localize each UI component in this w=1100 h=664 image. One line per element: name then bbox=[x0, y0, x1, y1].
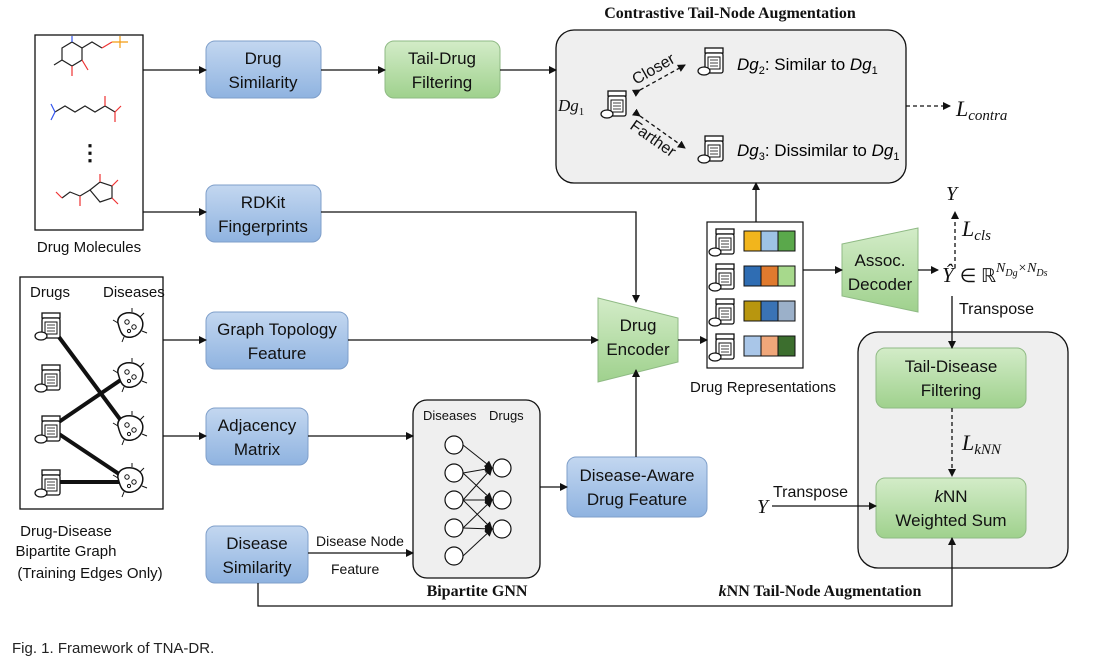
gnn-edge bbox=[462, 444, 493, 469]
y-label-top: Y bbox=[946, 183, 959, 205]
representation-rows bbox=[708, 228, 796, 362]
feature-cell bbox=[760, 265, 779, 287]
gnn-drugs-label: Drugs bbox=[489, 408, 524, 423]
similar-text: Dg2: Similar to Dg1 bbox=[737, 55, 878, 77]
gnn-edge bbox=[462, 528, 493, 557]
assoc-decoder-block bbox=[841, 227, 919, 313]
dissimilar-text: Dg3: Dissimilar to Dg1 bbox=[737, 141, 899, 163]
knn-augmentation-title: kNN Tail-Node Augmentation bbox=[719, 583, 922, 600]
l-cls-label: Lcls bbox=[961, 216, 991, 244]
drug-representations-label: Drug Representations bbox=[690, 379, 836, 396]
tail-drug-line2: Filtering bbox=[412, 73, 472, 92]
feature-cell bbox=[743, 300, 762, 322]
contrastive-title: Contrastive Tail-Node Augmentation bbox=[604, 5, 856, 22]
gnn-network bbox=[444, 435, 512, 566]
graph-topology-line2: Feature bbox=[248, 344, 307, 363]
figure-caption: Fig. 1. Framework of TNA-DR. bbox=[12, 640, 215, 657]
feature-cell bbox=[777, 300, 796, 322]
drug-encoder-block bbox=[597, 297, 679, 383]
connectors bbox=[143, 66, 956, 607]
feature-cell bbox=[777, 265, 796, 287]
feature-cell bbox=[743, 230, 762, 252]
transpose-top-label: Transpose bbox=[959, 301, 1034, 318]
tail-drug-line1: Tail-Drug bbox=[408, 49, 476, 68]
feature-label: Feature bbox=[331, 561, 379, 577]
yhat-label: Ŷ∈ ℝNDg×NDs bbox=[942, 261, 1048, 287]
bipartite-gnn-title: Bipartite GNN bbox=[427, 583, 528, 600]
bipartite-caption-line3: (Training Edges Only) bbox=[17, 565, 162, 582]
gnn-diseases-label: Diseases bbox=[423, 408, 477, 423]
gnn-disease-node bbox=[444, 518, 464, 538]
rdkit-line2: Fingerprints bbox=[218, 217, 308, 236]
disease-similarity-line2: Similarity bbox=[223, 558, 292, 577]
assoc-decoder-line2: Decoder bbox=[848, 275, 913, 294]
tail-disease-line1: Tail-Disease bbox=[905, 357, 998, 376]
bipartite-caption-line2: Bipartite Graph bbox=[16, 543, 117, 560]
feature-cell bbox=[760, 230, 779, 252]
molecule-3-image bbox=[55, 174, 119, 206]
drug-similarity-line2: Similarity bbox=[229, 73, 298, 92]
drug-similarity-line1: Drug bbox=[245, 49, 282, 68]
gnn-edge bbox=[462, 499, 493, 529]
dg1-anchor: Dg1 bbox=[557, 96, 584, 118]
molecule-1-image bbox=[53, 36, 128, 76]
adjacency-line2: Matrix bbox=[234, 440, 281, 459]
feature-cell bbox=[760, 300, 779, 322]
molecule-2-image bbox=[50, 96, 122, 122]
gnn-disease-node bbox=[444, 490, 464, 510]
knn-line2: Weighted Sum bbox=[895, 511, 1006, 530]
transpose-bottom-label: Transpose bbox=[773, 484, 848, 501]
adjacency-line1: Adjacency bbox=[218, 416, 297, 435]
gnn-edge bbox=[462, 467, 493, 501]
gnn-edge bbox=[462, 472, 493, 501]
feature-cell bbox=[777, 335, 796, 357]
feature-cell bbox=[743, 335, 762, 357]
l-contra-label: Lcontra bbox=[955, 96, 1007, 124]
drug-encoder-line1: Drug bbox=[620, 316, 657, 335]
graph-topology-line1: Graph Topology bbox=[217, 320, 337, 339]
molecules-ellipsis: ⋮ bbox=[79, 140, 101, 165]
diseases-header: Diseases bbox=[103, 284, 165, 301]
y-label-bottom: Y bbox=[757, 496, 770, 518]
tail-disease-line2: Filtering bbox=[921, 381, 981, 400]
bipartite-caption-line1: Drug-Disease bbox=[20, 523, 112, 540]
gnn-disease-node bbox=[444, 463, 464, 483]
gnn-disease-node bbox=[444, 546, 464, 566]
knn-line1: kNN bbox=[934, 487, 967, 506]
drug-molecules-label: Drug Molecules bbox=[37, 239, 141, 256]
gnn-drug-node bbox=[492, 490, 512, 510]
disease-node-label: Disease Node bbox=[316, 533, 404, 549]
gnn-drug-node bbox=[492, 458, 512, 478]
assoc-decoder-line1: Assoc. bbox=[854, 251, 905, 270]
gnn-disease-node bbox=[444, 435, 464, 455]
disease-aware-line1: Disease-Aware bbox=[580, 466, 695, 485]
feature-cell bbox=[777, 230, 796, 252]
drug-encoder-line2: Encoder bbox=[606, 340, 670, 359]
drug-molecules-panel: ⋮ bbox=[34, 34, 144, 231]
rdkit-line1: RDKit bbox=[241, 193, 286, 212]
disease-similarity-line1: Disease bbox=[226, 534, 287, 553]
bipartite-gnn-panel bbox=[412, 399, 541, 579]
gnn-drug-node bbox=[492, 519, 512, 539]
l-knn-label: LkNN bbox=[961, 430, 1002, 458]
feature-cell bbox=[743, 265, 762, 287]
feature-cell bbox=[760, 335, 779, 357]
drugs-header: Drugs bbox=[30, 284, 70, 301]
bipartite-graph-panel: Drugs Diseases bbox=[19, 276, 165, 510]
disease-similarity-box bbox=[205, 525, 309, 584]
disease-aware-line2: Drug Feature bbox=[587, 490, 687, 509]
